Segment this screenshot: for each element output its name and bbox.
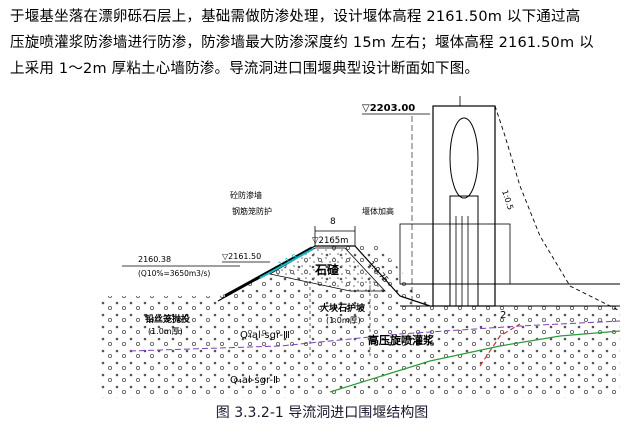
cyan-liner bbox=[259, 248, 314, 279]
grout-line-purple bbox=[129, 320, 620, 352]
label-elev-2160: 2160.38 bbox=[138, 255, 171, 264]
label-big-stone: 大块石护坡 bbox=[320, 302, 366, 314]
alluvium-layer bbox=[100, 246, 620, 398]
label-heighten: 堰体加高 bbox=[362, 206, 394, 216]
body-paragraph: 于堰基坐落在漂卵砾石层上，基础需做防渗处理，设计堰体高程 2161.50m 以下… bbox=[10, 4, 640, 82]
label-rock: 石碴 bbox=[314, 262, 340, 277]
label-crest-width: 8 bbox=[330, 217, 336, 227]
label-elev-2161: ▽2161.50 bbox=[222, 252, 261, 261]
label-big-stone-t: (1.0m厚) bbox=[326, 316, 361, 325]
slope-protection bbox=[224, 246, 313, 298]
label-lead-wire-t: (1.0m厚) bbox=[148, 327, 183, 336]
terrain-line bbox=[494, 105, 620, 312]
label-grout: 高压旋喷灌浆 bbox=[368, 333, 435, 347]
label-qii: Q₄al-sgr-Ⅱ bbox=[230, 375, 278, 386]
label-mesh: 钢筋笼防护 bbox=[232, 206, 272, 216]
label-concrete: 砼防渗墙 bbox=[230, 190, 262, 200]
label-elev-top: ▽2203.00 bbox=[362, 103, 415, 114]
label-lead-wire: 铅丝笼抛投 bbox=[145, 313, 190, 325]
paragraph-line-2: 压旋喷灌浆防渗墙进行防渗，防渗墙最大防渗深度约 15m 左右；堰体高程 2161… bbox=[10, 35, 594, 51]
cofferdam-section-drawing: ▽2203.00 砼防渗墙 钢筋笼防护 8 ▽2165m 堰体加高 ▽2161.… bbox=[100, 96, 620, 398]
figure-caption: 图 3.3.2-1 导流洞进口围堰结构图 bbox=[215, 405, 429, 421]
intake-tower bbox=[432, 105, 496, 307]
label-qiii: Q₄al-sgr-Ⅲ bbox=[240, 330, 290, 341]
label-num-2: 2 bbox=[500, 310, 506, 321]
label-flow: (Q10%=3650m3/s) bbox=[138, 269, 210, 278]
label-slope-far: 1:0.5 bbox=[500, 189, 515, 211]
paragraph-line-3: 上采用 1～2m 厚粘土心墙防渗。导流洞进口围堰典型设计断面如下图。 bbox=[10, 61, 480, 77]
label-crest-elev: ▽2165m bbox=[312, 236, 348, 246]
grout-line-green bbox=[329, 330, 620, 393]
paragraph-line-1: 于堰基坐落在漂卵砾石层上，基础需做防渗处理，设计堰体高程 2161.50m 以下… bbox=[10, 9, 581, 25]
grout-line-red bbox=[479, 323, 521, 367]
